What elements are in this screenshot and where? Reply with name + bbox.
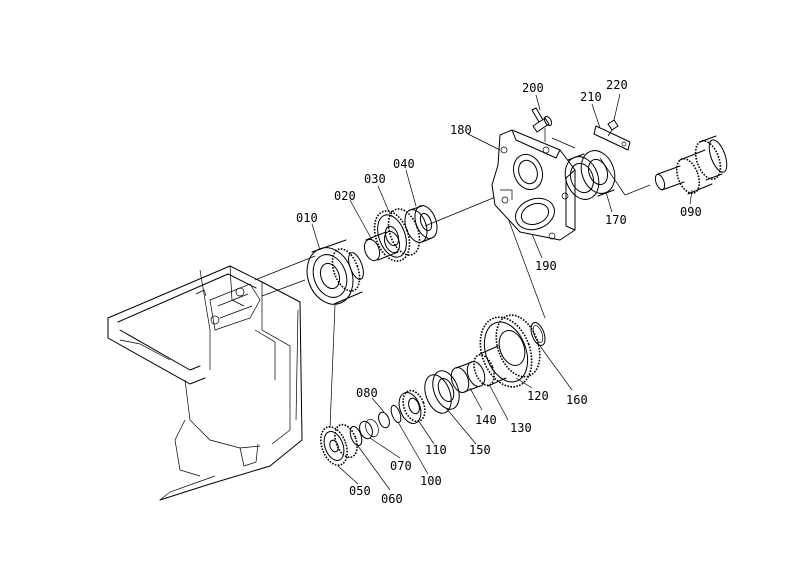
label-020: 020 [334, 189, 356, 203]
part-200-bolt [531, 107, 553, 133]
label-210: 210 [580, 90, 602, 104]
label-180: 180 [450, 123, 472, 137]
label-140: 140 [475, 413, 497, 427]
part-050-gear [320, 423, 358, 467]
label-190: 190 [535, 259, 557, 273]
label-040: 040 [393, 157, 415, 171]
part-090-shaft [654, 135, 728, 195]
label-220: 220 [606, 78, 628, 92]
label-010: 010 [296, 211, 318, 225]
label-060: 060 [381, 492, 403, 506]
label-120: 120 [527, 389, 549, 403]
part-140-bush [450, 360, 486, 394]
label-170: 170 [605, 213, 627, 227]
part-120-gear [479, 314, 541, 388]
part-labels: 010 020 030 040 050 060 070 080 090 100 … [296, 78, 702, 506]
part-110-gear [398, 389, 426, 424]
part-010-gear [306, 239, 364, 305]
label-050: 050 [349, 484, 371, 498]
label-090: 090 [680, 205, 702, 219]
label-030: 030 [364, 172, 386, 186]
part-080-circlip [378, 411, 390, 429]
part-060-washer [349, 425, 363, 447]
part-150-ring [424, 370, 460, 414]
label-150: 150 [469, 443, 491, 457]
label-130: 130 [510, 421, 532, 435]
part-070-needle-bearing [359, 418, 379, 440]
part-170-bearing [564, 150, 616, 200]
part-210-lock-plate [593, 125, 631, 151]
label-200: 200 [522, 81, 544, 95]
part-180-cover-plate [491, 129, 576, 241]
label-100: 100 [420, 474, 442, 488]
transmission-housing [107, 265, 303, 501]
part-220-screw [607, 119, 619, 137]
part-100-washer [390, 404, 402, 424]
label-080: 080 [356, 386, 378, 400]
leader-lines [311, 93, 693, 491]
part-040-sleeve [404, 205, 438, 243]
label-070: 070 [390, 459, 412, 473]
label-110: 110 [425, 443, 447, 457]
part-160-snap-ring [530, 322, 546, 346]
label-160: 160 [566, 393, 588, 407]
